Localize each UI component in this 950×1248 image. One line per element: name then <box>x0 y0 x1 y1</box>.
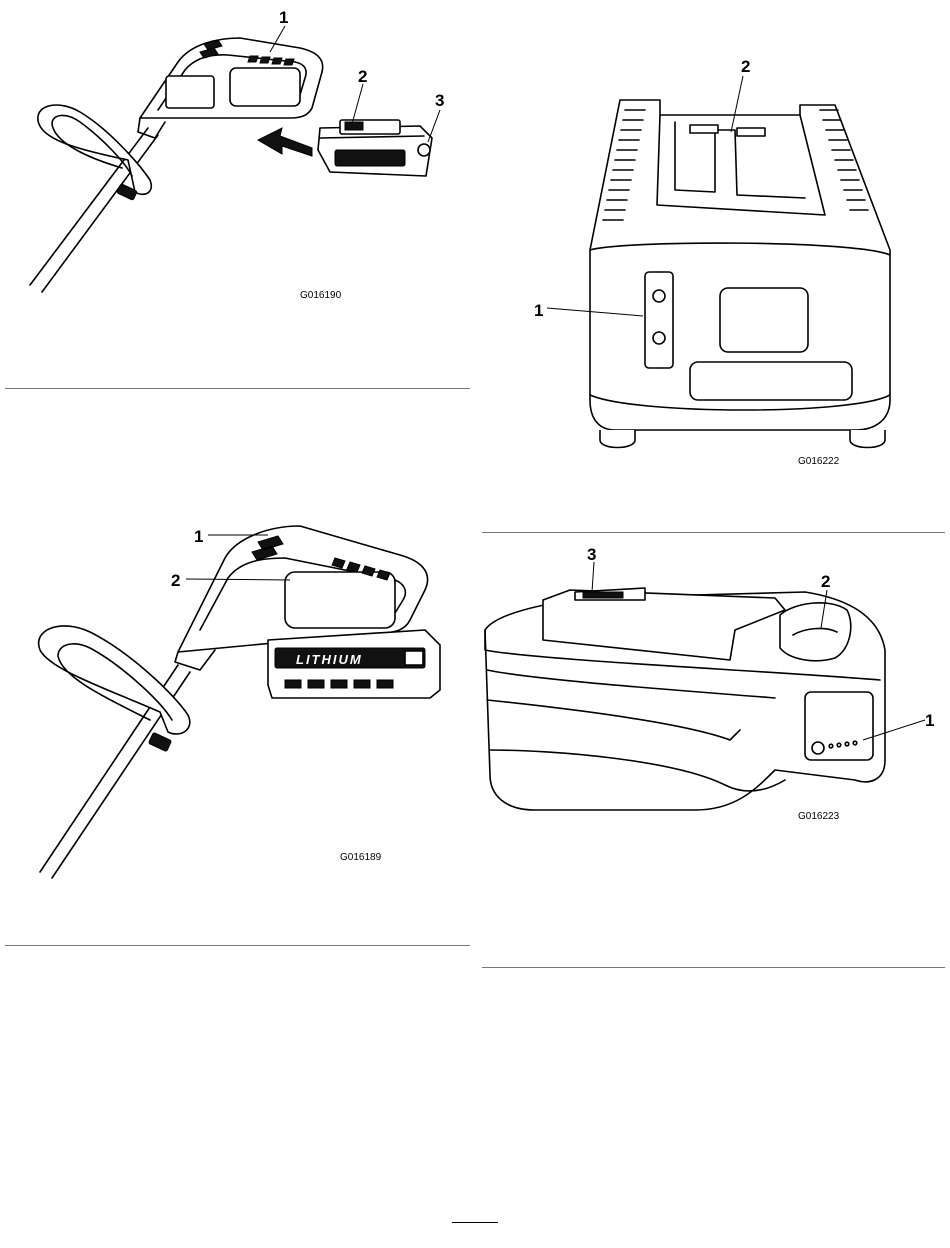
figure-code: G016190 <box>300 290 342 301</box>
battery-pack: LITHIUM <box>268 630 440 698</box>
divider <box>5 388 470 389</box>
page-number-rule <box>452 1222 498 1223</box>
divider <box>482 532 945 533</box>
callout-2: 2 <box>358 67 367 86</box>
battery-pack <box>318 120 432 176</box>
charger-body <box>590 100 890 448</box>
callout-2: 2 <box>171 571 180 590</box>
callout-3: 3 <box>435 91 444 110</box>
callout-leader-3 <box>592 562 594 592</box>
figure-install-battery: 1 2 3 G016190 <box>0 0 475 390</box>
figure-charger: 1 2 G016222 <box>475 0 950 475</box>
callout-3: 3 <box>587 545 596 564</box>
figure-battery-installed: LITHIUM 1 2 G016189 <box>0 500 475 890</box>
trimmer-housing <box>138 38 323 138</box>
figure-code: G016223 <box>798 811 840 822</box>
callout-1: 1 <box>534 301 543 320</box>
figure-code: G016189 <box>340 852 382 863</box>
battery-brand-label: LITHIUM <box>296 652 363 667</box>
callout-leader-3 <box>428 110 440 142</box>
divider <box>5 945 470 946</box>
divider <box>482 967 945 968</box>
callout-2: 2 <box>821 572 830 591</box>
callout-2: 2 <box>741 57 750 76</box>
callout-1: 1 <box>279 8 288 27</box>
trimmer-handle <box>38 105 151 200</box>
figure-code: G016222 <box>798 456 840 467</box>
insert-arrow-icon <box>258 128 312 156</box>
battery-body <box>485 588 885 810</box>
callout-leader-2 <box>352 84 363 124</box>
callout-1: 1 <box>925 711 934 730</box>
figure-battery-pack: 1 2 3 G016223 <box>475 540 950 830</box>
callout-1: 1 <box>194 527 203 546</box>
trimmer-handle <box>39 626 190 752</box>
